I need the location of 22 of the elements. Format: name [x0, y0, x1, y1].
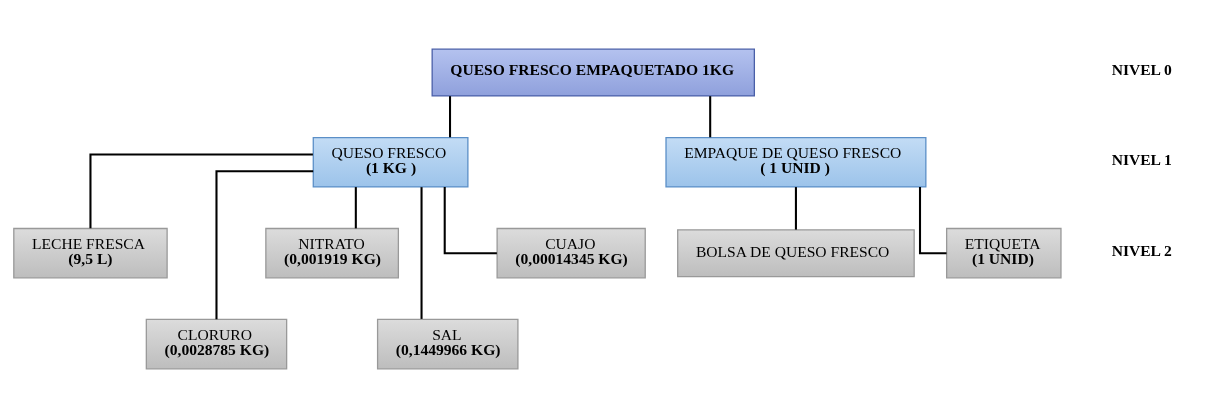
- node-box: ETIQUETA (1 UNID): [946, 227, 1062, 279]
- connector: [918, 187, 947, 255]
- node-box: QUESO FRESCO (1 KG ): [312, 136, 469, 188]
- connector: [709, 96, 712, 138]
- node-box: CUAJO (0,00014345 KG): [496, 227, 646, 279]
- label: NIVEL 1: [1111, 150, 1172, 168]
- node-box: QUESO FRESCO EMPAQUETADO 1KG: [431, 48, 755, 97]
- label: NIVEL 2: [1111, 241, 1172, 259]
- node-box: NITRATO (0,001919 KG): [265, 227, 399, 279]
- node-box: SAL (0,1449966 KG): [376, 318, 519, 370]
- connector: [420, 187, 423, 319]
- node-box: EMPAQUE DE QUESO FRESCO ( 1 UNID ): [665, 136, 927, 188]
- connector: [215, 170, 314, 320]
- node-box: CLORURO (0,0028785 KG): [145, 318, 288, 370]
- connector: [443, 187, 497, 255]
- connector: [794, 187, 797, 230]
- connector: [448, 96, 452, 138]
- connector: [89, 153, 313, 229]
- connector: [354, 187, 357, 229]
- node-box: LECHE FRESCA (9,5 L): [13, 227, 168, 279]
- label: NIVEL 0: [1111, 61, 1172, 79]
- node-box: BOLSA DE QUESO FRESCO: [677, 229, 915, 278]
